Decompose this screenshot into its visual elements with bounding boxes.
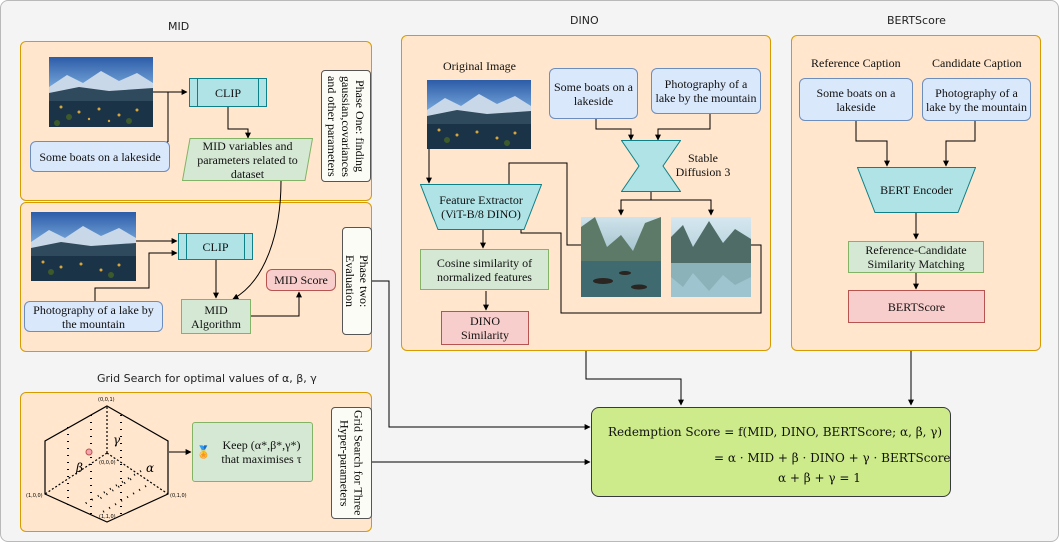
trapezoid-shape <box>420 184 542 230</box>
variables-text: MID variables and parameters related to … <box>197 138 298 181</box>
feature-extractor-box: Feature Extractor (ViT-B/8 DINO) <box>420 184 542 230</box>
stable-diffusion-label: Stable Diffusion 3 <box>675 151 731 179</box>
bert-encoder-text: BERT Encoder <box>880 183 953 197</box>
cosine-text: Cosine similarity of normalized features <box>436 255 533 284</box>
mid-section-title: MID <box>168 20 190 33</box>
dino-caption-boats: Some boats on a lakeside <box>549 68 638 119</box>
phase-one-label: Phase One: finding gaussian,covariances … <box>321 70 371 182</box>
mid-caption-phase-two: Photography of a lake by the mountain <box>24 301 163 332</box>
parallelogram-shape <box>182 138 313 181</box>
beta-label: β <box>76 461 83 475</box>
bertscore-box: BERTScore <box>848 290 985 323</box>
center-label: (0,0,0) <box>99 460 116 466</box>
grid-search-label: Grid Search for Three Hyper-parameters <box>331 407 372 519</box>
matching-text: Reference-Candidate Similarity Matching <box>865 243 967 271</box>
redemption-formula-line1: Redemption Score = f(MID, DINO, BERTScor… <box>608 425 943 439</box>
bertscore-text: BERTScore <box>887 299 946 314</box>
reference-caption-box: Some boats on a lakeside <box>799 78 913 121</box>
corner-left-label: (1,0,0) <box>26 493 43 499</box>
gamma-label: γ <box>113 433 121 447</box>
stable-diffusion-hourglass <box>621 140 681 192</box>
phase-two-label: Phase two: Evaluation <box>342 227 372 335</box>
clip-divider-left <box>197 78 198 107</box>
keep-best-box: 🏅 Keep (α*,β*,γ*) that maximises τ <box>192 422 313 482</box>
clip-encoder-phase-one: CLIP <box>189 78 267 107</box>
original-image-label: Original Image <box>443 59 516 73</box>
similarity-matching-box: Reference-Candidate Similarity Matching <box>848 241 984 273</box>
bertscore-section-title: BERTScore <box>887 14 946 27</box>
clip-label: CLIP <box>202 239 229 254</box>
medal-icon: 🏅 <box>196 445 211 459</box>
alpha-label: α <box>146 461 155 475</box>
trapezoid-shape <box>857 167 976 213</box>
generated-image-mountain-lake <box>671 217 751 297</box>
redemption-formula-line3: α + β + γ = 1 <box>778 471 861 485</box>
mid-score-box: MID Score <box>266 269 336 291</box>
grid-search-section-title: Grid Search for optimal values of α, β, … <box>97 372 317 385</box>
lake-photo-phase-two <box>31 212 136 281</box>
caption-text: Photography of a lake by the mountain <box>926 85 1027 114</box>
cosine-similarity-box: Cosine similarity of normalized features <box>420 249 549 290</box>
phase-one-text: Phase One: finding gaussian,covariances … <box>325 75 367 177</box>
caption-text: Photography of a lake by the mountain <box>655 77 757 105</box>
mid-caption-phase-one: Some boats on a lakeside <box>30 141 170 172</box>
caption-text: Some boats on a lakeside <box>39 149 161 164</box>
feature-extractor-text: Feature Extractor (ViT-B/8 DINO) <box>439 193 523 221</box>
mid-score-text: MID Score <box>274 273 328 287</box>
keep-text: Keep (α*,β*,γ*) that maximises τ <box>221 438 302 466</box>
clip-label: CLIP <box>214 85 241 100</box>
redemption-formula-line2: = α · MID + β · DINO + γ · BERTScore <box>714 451 951 465</box>
dino-similarity-box: DINO Similarity <box>441 311 529 345</box>
algorithm-text: MID Algorithm <box>191 302 241 331</box>
grid-search-text: Grid Search for Three Hyper-parameters <box>337 410 366 516</box>
dino-section-title: DINO <box>570 14 599 27</box>
candidate-caption-box: Photography of a lake by the mountain <box>922 78 1031 121</box>
candidate-caption-label: Candidate Caption <box>932 56 1022 70</box>
dino-similarity-text: DINO Similarity <box>461 314 509 342</box>
generated-image-boats <box>581 217 661 297</box>
corner-bottom-label: (1,1,0) <box>99 514 116 520</box>
caption-text: Photography of a lake by the mountain <box>33 302 154 331</box>
corner-top-label: (0,0,1) <box>98 397 115 403</box>
mid-variables-box: MID variables and parameters related to … <box>182 138 313 181</box>
clip-divider-right <box>258 78 259 107</box>
lake-photo-phase-one <box>49 57 153 127</box>
redemption-score-box: Redemption Score = f(MID, DINO, BERTScor… <box>591 407 951 497</box>
mid-algorithm-box: MID Algorithm <box>181 299 251 334</box>
caption-text: Some boats on a lakeside <box>816 85 896 114</box>
reference-caption-label: Reference Caption <box>811 56 901 70</box>
bert-encoder-box: BERT Encoder <box>857 167 976 213</box>
clip-encoder-phase-two: CLIP <box>178 233 253 260</box>
corner-right-label: (0,1,0) <box>170 493 187 499</box>
dino-caption-lake: Photography of a lake by the mountain <box>651 68 761 114</box>
clip-divider-right <box>244 233 245 260</box>
clip-divider-left <box>186 233 187 260</box>
caption-text: Some boats on a lakeside <box>554 79 633 108</box>
original-image-photo <box>427 80 531 149</box>
phase-two-text: Phase two: Evaluation <box>343 254 371 308</box>
